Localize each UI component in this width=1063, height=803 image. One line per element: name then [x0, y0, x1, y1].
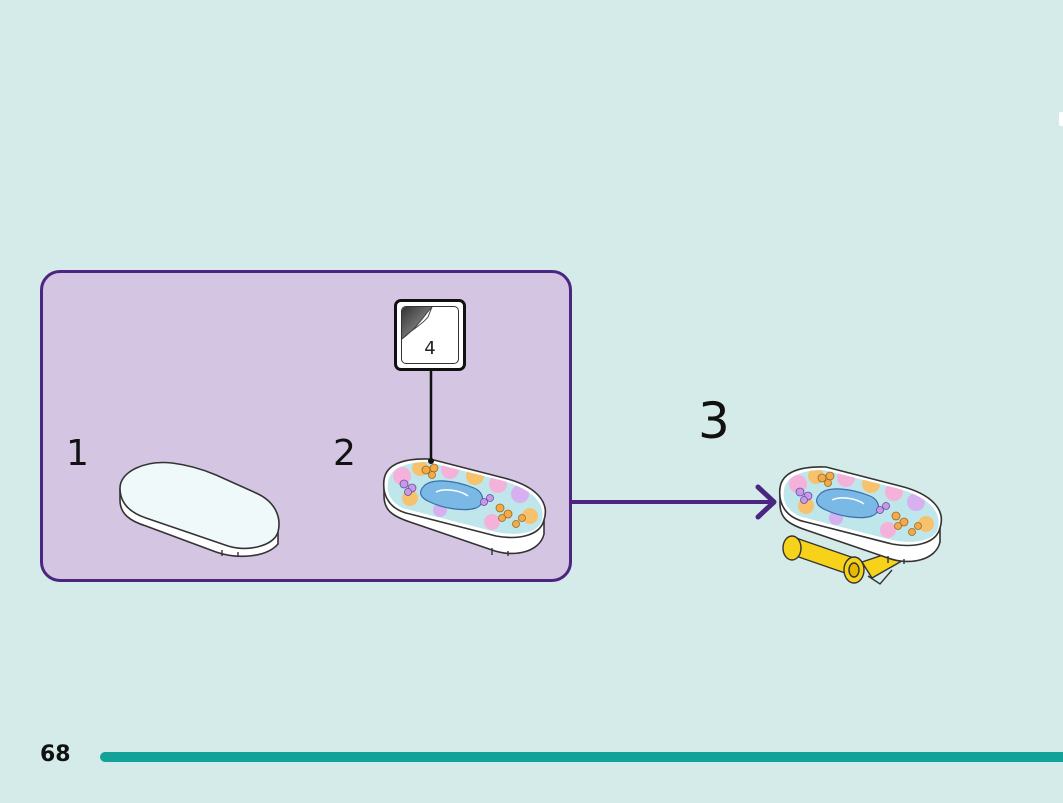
sticker-inner-frame: 4	[401, 306, 459, 364]
assembled-tile-illustration	[778, 466, 943, 585]
decorated-tile-illustration	[382, 458, 547, 556]
page-number: 68	[40, 742, 71, 767]
progress-bar	[100, 752, 1063, 762]
sticker-indicator: 4	[394, 299, 466, 371]
sticker-peel-icon	[402, 307, 433, 340]
step-number-3: 3	[698, 392, 730, 450]
edge-marker	[1059, 112, 1063, 126]
step-arrow	[572, 484, 777, 520]
plain-tile-illustration	[119, 461, 280, 557]
sticker-callout-line	[428, 369, 434, 464]
substep-number-2: 2	[333, 433, 356, 474]
sticker-number: 4	[424, 338, 436, 359]
substep-number-1: 1	[66, 433, 89, 474]
